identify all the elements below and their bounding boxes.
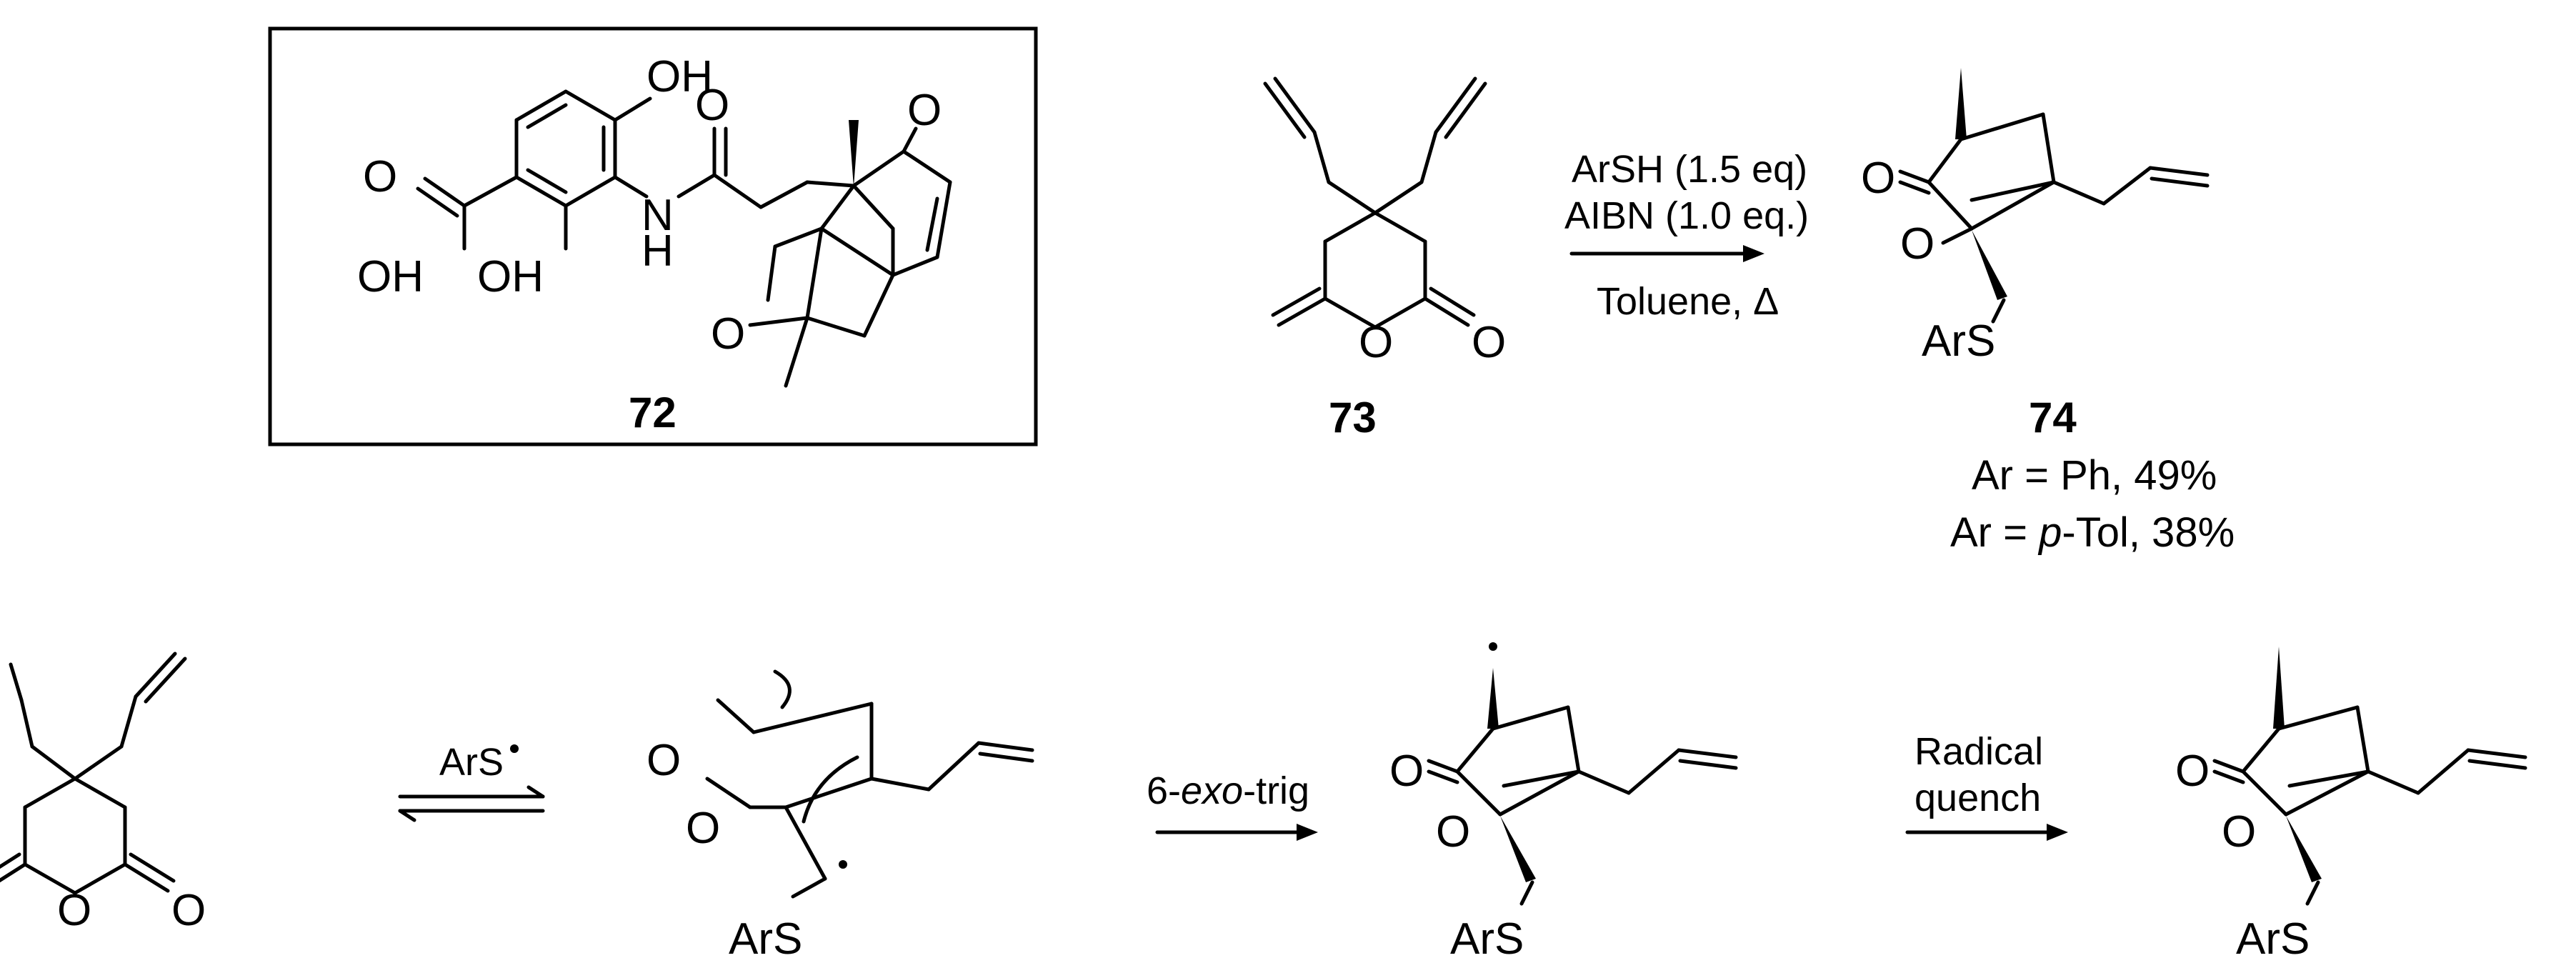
compound-73: O O (1263, 76, 1506, 367)
atom-h: H (641, 226, 674, 276)
step-quench-line1: Radical (1914, 730, 2043, 773)
atom-n: N (641, 191, 674, 240)
compound-72-label: 72 (629, 389, 677, 436)
quench-step: Radical quench (1905, 730, 2068, 841)
atom-ars-74: ArS (1922, 316, 1995, 366)
reagent-aibn: AIBN (1.0 eq.) (1564, 194, 1809, 237)
atom-oh-acid: OH (357, 252, 424, 301)
cyclization-step: 6-exo-trig (1147, 769, 1318, 841)
atom-o-ring-m2: O (686, 804, 720, 853)
atom-o-ring: O (1359, 318, 1393, 367)
atom-o-ring-74: O (1900, 219, 1935, 269)
benzene-ring (514, 89, 617, 208)
atom-ars-m4: ArS (2236, 914, 2310, 964)
atom-ars-m3: ArS (1450, 914, 1524, 964)
step-cyclization-label: 6-exo-trig (1147, 769, 1309, 812)
compound-74: O O ArS (1861, 68, 2210, 366)
compound-72-frame (268, 26, 1038, 446)
step-quench-line2: quench (1914, 777, 2041, 819)
equilibrium-step: ArS (398, 741, 545, 822)
mechanism-start: O O (0, 652, 206, 935)
atom-o-carbonyl-m3: O (1389, 747, 1424, 796)
atom-ars-m2: ArS (729, 914, 802, 964)
atom-o-lactone: O (711, 309, 745, 359)
atom-o-carbonyl: O (1472, 318, 1506, 367)
compound-72: OH O OH OH N H O O O (268, 26, 1038, 446)
yield-ptol: Ar = p-Tol, 38% (1950, 509, 2235, 556)
yield-ph: Ar = Ph, 49% (1972, 452, 2217, 499)
methyl-wedge (849, 120, 859, 187)
atom-o-amide: O (695, 81, 729, 130)
atom-o-carbonyl-m1: O (171, 886, 206, 935)
atom-o-carbonyl-m4: O (2175, 747, 2210, 796)
radical-intermediate: O O ArS (647, 669, 1034, 964)
compound-73-label: 73 (1329, 394, 1377, 441)
cyclized-radical: O O ArS (1389, 642, 1738, 964)
atom-oh-top: OH (647, 52, 713, 101)
atom-o-ring-m1: O (57, 886, 91, 935)
main-reaction: ArSH (1.5 eq) AIBN (1.0 eq.) Toluene, Δ (1564, 148, 1809, 323)
step-ars-label: ArS (439, 741, 504, 784)
atom-o-ring-m3: O (1436, 807, 1470, 857)
final-product: O O ArS (2175, 647, 2527, 964)
atom-o-carbonyl-m2: O (647, 736, 681, 785)
atom-o-acid: O (363, 152, 397, 201)
compound-74-label: 74 (2029, 394, 2077, 441)
atom-o-ketone: O (907, 86, 942, 135)
reagent-arsh: ArSH (1.5 eq) (1572, 148, 1807, 191)
atom-o-ring-m4: O (2222, 807, 2256, 857)
conditions-toluene: Toluene, Δ (1597, 280, 1779, 323)
atom-o-carbonyl-74: O (1861, 154, 1895, 203)
atom-oh-phenol: OH (477, 252, 544, 301)
